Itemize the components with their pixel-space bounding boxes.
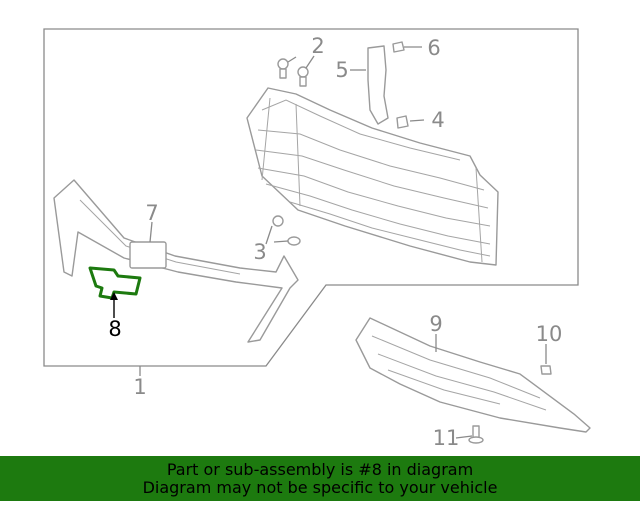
callout-7: 7 bbox=[145, 201, 158, 225]
callout-10: 10 bbox=[536, 322, 563, 346]
callout-4: 4 bbox=[431, 108, 444, 132]
part-7-molding bbox=[53, 179, 299, 343]
callout-9: 9 bbox=[429, 312, 442, 336]
part-8-emblem[interactable] bbox=[88, 266, 142, 300]
assembly-outline bbox=[43, 28, 579, 367]
leader-lines bbox=[110, 46, 547, 439]
part-4-nut bbox=[396, 115, 409, 129]
part-3-clips bbox=[272, 215, 301, 246]
callout-2: 2 bbox=[311, 34, 324, 58]
part-6-clip bbox=[392, 41, 405, 53]
part-9-lower-grille bbox=[355, 317, 591, 433]
callout-1: 1 bbox=[133, 375, 146, 399]
part-10-clip bbox=[540, 365, 552, 375]
parts-diagram: 1 2 3 4 5 6 7 8 9 10 11 bbox=[43, 28, 591, 450]
callout-11: 11 bbox=[433, 426, 460, 450]
callout-8[interactable]: 8 bbox=[108, 317, 121, 341]
banner-line-part: Part or sub-assembly is #8 in diagram bbox=[166, 460, 474, 479]
callout-5: 5 bbox=[335, 58, 348, 82]
grille-body bbox=[246, 87, 499, 266]
callout-6: 6 bbox=[427, 36, 440, 60]
part-2-screws bbox=[277, 58, 309, 87]
banner-line-disclaimer: Diagram may not be specific to your vehi… bbox=[142, 478, 498, 497]
part-5-bracket bbox=[367, 45, 389, 125]
part-11-pin bbox=[468, 425, 484, 444]
callout-3: 3 bbox=[253, 240, 266, 264]
info-banner: Part or sub-assembly is #8 in diagram Di… bbox=[0, 456, 640, 501]
